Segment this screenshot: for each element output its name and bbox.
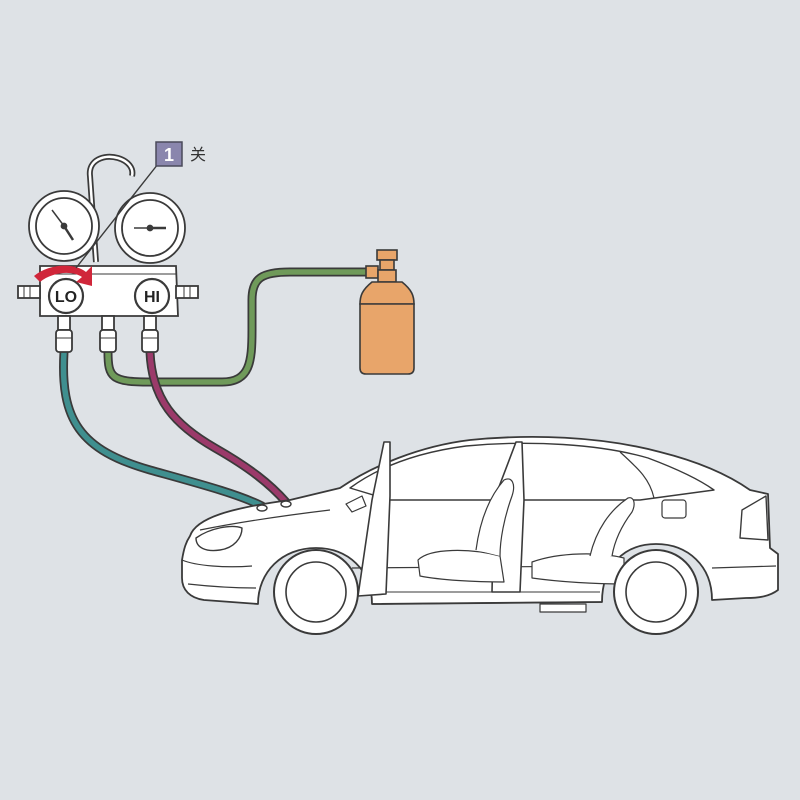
hose-connectors [256,500,292,512]
rear-seat [531,553,625,585]
service-port [99,315,117,353]
low-side-label: LO [55,289,77,306]
tail-light [739,495,769,541]
window-frame [349,442,715,501]
refrigerant-cylinder-icon [359,249,415,375]
high-pressure-gauge-icon [114,192,186,264]
right-valve-stem [175,285,199,299]
rotate-valve-arrow-icon [34,265,92,286]
rear-wheel-icon [613,549,699,635]
fuel-door [661,499,687,519]
low-side-valve-knob [47,277,85,315]
hoses [59,267,377,511]
front-seat [417,549,505,583]
low-side-port [55,315,73,353]
callout-number-box [155,141,183,167]
callout-number: 1 [164,145,174,165]
manifold-gauge-set [17,153,199,353]
front-wheel-icon [273,549,359,635]
callout-leader-line [75,163,159,269]
left-valve-stem [17,285,41,299]
headlight [195,525,243,552]
high-side-valve-knob [133,277,171,315]
sedan-car-icon [181,436,779,613]
side-mirror [345,495,367,513]
callout-text: 关 [190,145,206,164]
low-pressure-gauge-icon [28,190,100,262]
high-side-port [141,315,159,353]
high-side-label: HI [144,289,160,306]
